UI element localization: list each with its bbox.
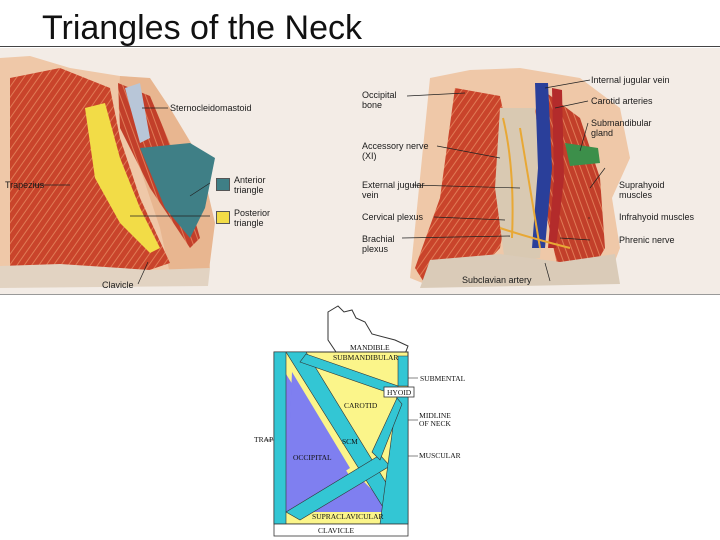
schematic-label-scm: SCM — [342, 438, 358, 446]
submental-band — [398, 356, 408, 386]
schematic-label-clavicle: CLAVICLE — [318, 527, 354, 535]
schematic-label-muscular: MUSCULAR — [419, 452, 461, 460]
schematic-label-submental: SUBMENTAL — [420, 375, 465, 383]
schematic-label-mandible: MANDIBLE — [350, 344, 390, 352]
trapezius-band — [274, 352, 286, 524]
schematic-label-supraclavicular: SUPRACLAVICULAR — [312, 513, 384, 521]
schematic-label-submandibular: SUBMANDIBULAR — [333, 354, 398, 362]
schematic-label-midline: MIDLINE OF NECK — [418, 412, 452, 428]
schematic-label-hyoid: HYOID — [387, 389, 411, 397]
schematic-label-trap: TRAP — [254, 436, 273, 444]
schematic-label-carotid: CAROTID — [344, 402, 377, 410]
schematic-label-occipital: OCCIPITAL — [293, 454, 332, 462]
